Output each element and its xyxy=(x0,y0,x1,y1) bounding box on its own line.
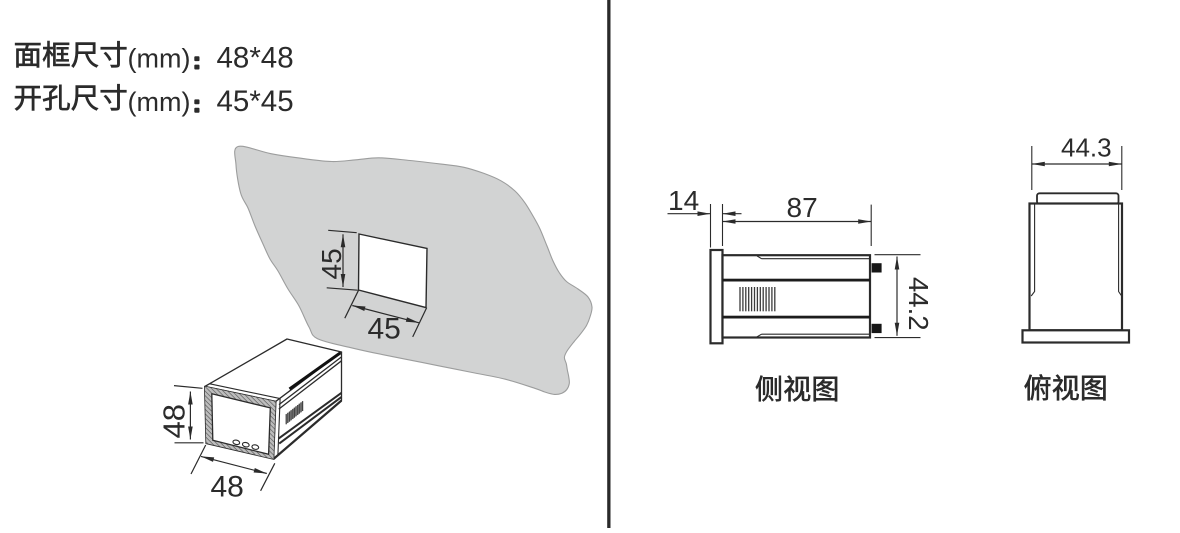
svg-text:45: 45 xyxy=(368,313,401,346)
svg-text:44.3: 44.3 xyxy=(1061,133,1112,163)
svg-text:87: 87 xyxy=(787,192,818,223)
svg-text:48: 48 xyxy=(211,471,244,504)
svg-text:48*48: 48*48 xyxy=(217,42,294,75)
svg-text:48: 48 xyxy=(157,404,192,438)
svg-text:44.2: 44.2 xyxy=(903,277,934,331)
svg-text:45*45: 45*45 xyxy=(217,85,294,118)
svg-text:14: 14 xyxy=(668,185,699,216)
svg-text:(mm): (mm) xyxy=(128,87,191,117)
svg-text:(mm): (mm) xyxy=(128,44,191,74)
svg-text:45: 45 xyxy=(316,248,347,279)
